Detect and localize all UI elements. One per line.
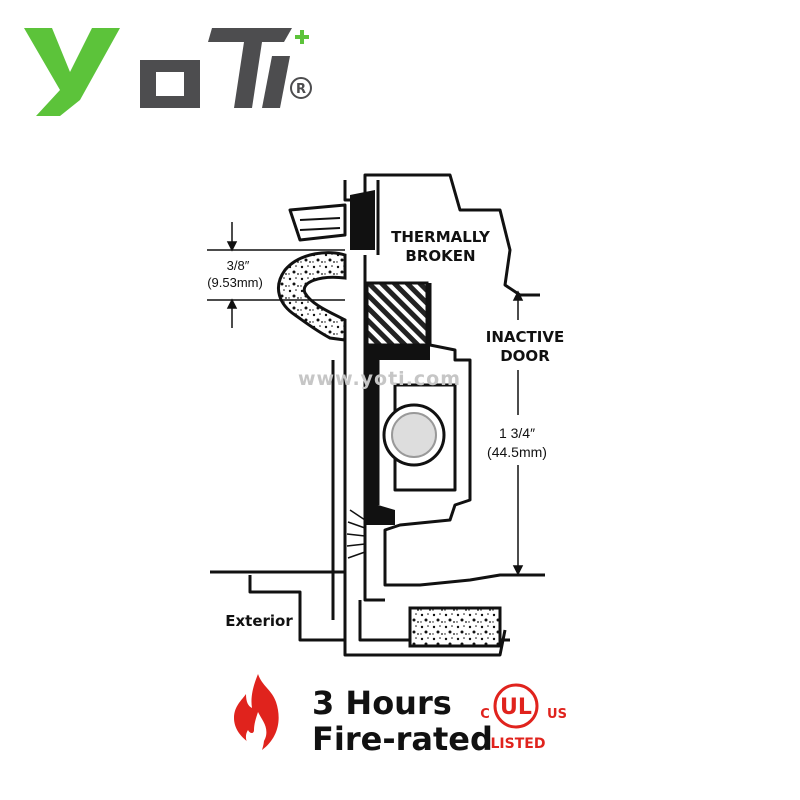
dim-thickness-arrow-bottom <box>512 565 524 576</box>
dim-arrow-top <box>226 241 238 252</box>
sill-profile <box>248 575 345 642</box>
flame-outer <box>234 674 279 750</box>
head-profile-block <box>350 190 375 250</box>
ul-letters: UL <box>500 695 532 720</box>
fire-rating-line2: Fire-rated <box>312 720 493 758</box>
brush-seal <box>346 509 366 559</box>
dim-thickness-arrow-top <box>512 290 524 301</box>
sill-insulation <box>408 606 502 648</box>
label-exterior: Exterior <box>225 612 293 630</box>
flame-inner <box>245 712 267 748</box>
label-thermally: THERMALLY <box>391 228 490 246</box>
latch-bolt-inner <box>391 412 437 458</box>
ul-listed-text: LISTED <box>491 736 546 752</box>
registered-mark-circle <box>290 77 312 99</box>
ul-c-text: C <box>480 707 490 722</box>
flame-icon <box>234 674 279 750</box>
registered-mark-text: R <box>296 82 306 97</box>
door-leaf-right <box>383 283 545 587</box>
stop-profile-ribs <box>299 217 341 231</box>
thickness-metric-label: (44.5mm) <box>487 444 547 460</box>
gap-fraction-label: 3/8″ <box>226 258 250 273</box>
label-broken: BROKEN <box>405 247 476 265</box>
dim-arrow-bottom <box>226 298 238 309</box>
stop-profile <box>288 203 347 242</box>
thermal-break-block <box>365 281 429 347</box>
watermark-text: www.yoti.com <box>298 368 462 390</box>
logo-letter-i <box>262 56 290 108</box>
fire-rating-line1: 3 Hours <box>312 684 452 722</box>
compression-gasket <box>277 251 347 342</box>
ul-listed-mark: UL C US LISTED <box>480 683 567 752</box>
logo-plus-h <box>295 35 309 39</box>
ul-circle <box>493 683 539 729</box>
label-inactive: INACTIVE <box>485 328 565 346</box>
logo-letter-o <box>140 60 200 108</box>
logo-letter-t <box>208 28 292 108</box>
yoti-logo: R <box>24 28 312 116</box>
label-door: DOOR <box>500 347 550 365</box>
frame-jamb-left <box>343 340 507 657</box>
gap-metric-label: (9.53mm) <box>207 275 263 290</box>
thickness-fraction-label: 1 3/4″ <box>498 425 536 441</box>
ul-us-text: US <box>547 707 567 722</box>
door-edge-core <box>365 345 430 525</box>
logo-letter-y <box>24 28 120 116</box>
